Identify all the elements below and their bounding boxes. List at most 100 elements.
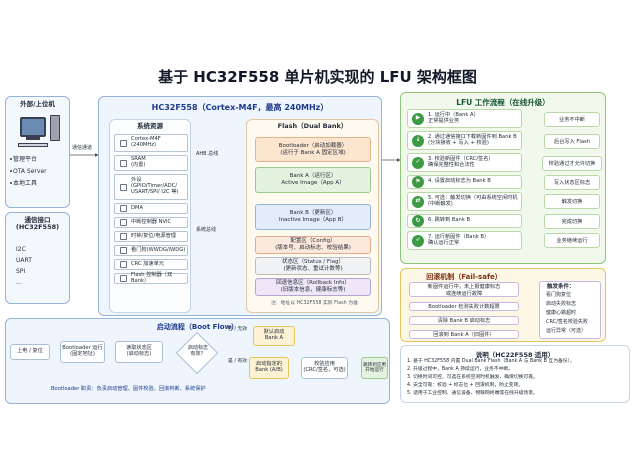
lfu-header: LFU 工作流程（在线升级） bbox=[456, 98, 550, 107]
resources-panel: 系统资源 Cortex-M4F (240MHz) SRAM (内置) 外设 (G… bbox=[109, 119, 191, 313]
host-header: 外部/上位机 bbox=[20, 100, 55, 108]
mcu-panel: HC32F558（Cortex-M4F，最高 240MHz） 系统资源 Cort… bbox=[98, 96, 382, 316]
resource-sram: SRAM (内置) bbox=[114, 155, 188, 171]
trigger-item: 健康心跳超时 bbox=[546, 310, 577, 316]
boot-footer: Bootloader 职责：负责启动管理、固件校验、回滚判断、系统保护 bbox=[51, 386, 206, 392]
resource-cpu: Cortex-M4F (240MHz) bbox=[114, 134, 188, 152]
boot-no-label: 否 / 无效 bbox=[228, 327, 248, 332]
flash-icon bbox=[120, 275, 127, 282]
lfu-step: ▶1. 运行中（Bank A） 正常提供业务 bbox=[407, 109, 522, 128]
host-item: OTA Server bbox=[13, 168, 47, 175]
host-item: 本地工具 bbox=[13, 180, 38, 187]
mcu-header: HC32F558（Cortex-M4F，最高 240MHz） bbox=[151, 103, 329, 112]
failsafe-header: 回滚机制（Fail-safe） bbox=[426, 273, 502, 281]
boot-node-verify: 校验应用 (CRC/签名，可选) bbox=[301, 357, 348, 379]
watchdog-icon bbox=[120, 247, 127, 254]
play-icon: ▶ bbox=[412, 112, 424, 125]
boot-node-jump: 跳转到应用 开始运行 bbox=[361, 357, 388, 379]
dma-icon bbox=[120, 205, 127, 212]
lfu-note: 写入状态区标志 bbox=[544, 175, 600, 190]
lfu-note: 完成切换 bbox=[544, 214, 600, 229]
memory-icon bbox=[120, 159, 127, 167]
lfu-step: ⇄5. 可选：触发切换（可由系统空闲时机 (中断触发) bbox=[407, 192, 522, 211]
note-line: 2. 升级过程中，Bank A 持续运行，业务不中断。 bbox=[407, 367, 514, 372]
flash-bank-a: Bank A（运行区） Active Image（App A） bbox=[255, 167, 371, 193]
port-item: SPI bbox=[16, 268, 26, 275]
trigger-item: 启动失败标志 bbox=[546, 301, 577, 307]
note-line: 3. 切换时间可控，可选在系统空闲时机触发，确保切换可靠。 bbox=[407, 375, 538, 380]
rocket-icon: ➶ bbox=[412, 234, 424, 247]
failsafe-panel: 回滚机制（Fail-safe） 新固件运行中，未上报健康标志 或连续运行故障 B… bbox=[400, 268, 606, 342]
boot-node-default-a: 默认启动 Bank A bbox=[253, 326, 295, 346]
lfu-note: 后台写入 Flash bbox=[544, 134, 600, 149]
cloud-download-icon: ↓ bbox=[412, 134, 424, 147]
flag-icon: ⚑ bbox=[412, 176, 424, 188]
note-line: 5. 适用于工业控制、通信设备、物联网终端等在线升级场景。 bbox=[407, 391, 538, 396]
switch-icon: ⇄ bbox=[412, 195, 424, 208]
lfu-step: ↓2. 通过通信接口下载新固件到 Bank B (分块接收 + 写入 + 校验) bbox=[407, 131, 522, 150]
boot-header: 启动流程（Boot Flow） bbox=[156, 323, 239, 331]
resource-crc: CRC 加速单元 bbox=[114, 259, 188, 270]
boot-node-power: 上电 / 复位 bbox=[10, 344, 50, 360]
trigger-item: CRC/签名校验失败 bbox=[546, 319, 588, 325]
failsafe-step: 新固件运行中，未上报健康标志 或连续运行故障 bbox=[409, 282, 519, 297]
flash-panel: Flash（Dual Bank） Bootloader（启动加载器） (运行于 … bbox=[246, 119, 379, 313]
lfu-step: ↻6. 跳转到 Bank B bbox=[407, 214, 522, 228]
failsafe-step: 回滚到 Bank A（旧固件） bbox=[409, 330, 519, 339]
resource-dma: DMA bbox=[114, 203, 188, 214]
boot-panel: 启动流程（Boot Flow） 上电 / 复位 Bootloader 运行 (固… bbox=[5, 318, 390, 404]
lfu-note: 校验通过才允许切换 bbox=[542, 156, 602, 171]
host-item: 管理平台 bbox=[13, 156, 38, 163]
port-item: UART bbox=[16, 257, 32, 264]
notes-panel: 说明（HC22F558 适用） 1. 基于 HC32F558 内置 Dual B… bbox=[400, 345, 630, 403]
sysbus-label: 系统总线 bbox=[196, 227, 217, 233]
port-item: I2C bbox=[16, 246, 26, 253]
lfu-panel: LFU 工作流程（在线升级） ▶1. 运行中（Bank A） 正常提供业务 ↓2… bbox=[400, 92, 606, 264]
resource-flash-ctrl: Flash 控制器（双Bank） bbox=[114, 272, 188, 284]
jump-icon: ↻ bbox=[412, 215, 424, 227]
lfu-note: 业务继续运行 bbox=[544, 233, 600, 248]
ports-panel: 通信接口 (HC32F558) I2C UART SPI ... bbox=[5, 212, 70, 304]
boot-node-read-status: 读取状态区 (启动标志) bbox=[115, 341, 163, 363]
ports-header: 通信接口 (HC32F558) bbox=[15, 216, 60, 232]
resources-header: 系统资源 bbox=[137, 122, 163, 130]
flash-note: 注：地址以 HC32F558 实际 Flash 为准 bbox=[271, 301, 358, 306]
peripheral-icon bbox=[120, 183, 127, 191]
boot-yes-label: 是 / 有效 bbox=[228, 359, 248, 364]
interrupt-icon bbox=[120, 219, 127, 226]
cpu-icon bbox=[120, 139, 127, 147]
failsafe-step: 清除 Bank B 启动标志 bbox=[409, 316, 519, 325]
lfu-note: 触发切换 bbox=[544, 194, 600, 209]
port-item: ... bbox=[16, 279, 22, 286]
clock-icon bbox=[120, 233, 127, 240]
boot-decision-label: 启动标志 有效？ bbox=[187, 345, 208, 357]
triggers-header: 触发条件： bbox=[547, 284, 575, 290]
flash-status: 状态区（Status / Flag） (更新状态、重试计数等) bbox=[255, 257, 371, 275]
ahb-bus-label: AHB 总线 bbox=[196, 151, 219, 157]
resource-clock: 时钟/复位/电源管理 bbox=[114, 231, 188, 242]
resource-peripherals: 外设 (GPIO/Timer/ADC/ USART/SPI/ I2C 等) bbox=[114, 174, 188, 200]
keyboard-icon bbox=[18, 143, 48, 147]
lfu-step: ➶7. 运行新固件（Bank B） 确认运行正常 bbox=[407, 231, 522, 250]
tower-icon bbox=[50, 115, 60, 141]
trigger-item: 运行异常（可选） bbox=[546, 328, 587, 334]
triggers-box bbox=[539, 281, 601, 339]
diagram-title: 基于 HC32F558 单片机实现的 LFU 架构框图 bbox=[158, 68, 477, 86]
flash-bank-b: Bank B（更新区） Inactive Image（App B） bbox=[255, 204, 371, 230]
flash-rollback: 回退信息区（Rollback Info） (旧版本信息，健康标志等) bbox=[255, 278, 371, 296]
host-arrow-label: 通信通道 bbox=[72, 145, 93, 151]
failsafe-step: Bootloader 检测失败计数超限 bbox=[409, 302, 519, 311]
flash-config: 配置区（Config） (版本号、启动标志、校验结果) bbox=[255, 236, 371, 254]
flash-bootloader: Bootloader（启动加载器） (运行于 Bank A 固定区域) bbox=[255, 137, 371, 162]
trigger-item: 看门狗复位 bbox=[546, 292, 572, 298]
shield-check-icon: ✓ bbox=[412, 156, 424, 169]
flash-header: Flash（Dual Bank） bbox=[277, 122, 348, 130]
lfu-step: ⚑4. 设置启动标志为 Bank B bbox=[407, 175, 522, 189]
note-line: 1. 基于 HC32F558 内置 Dual Bank Flash（Bank A… bbox=[407, 359, 575, 364]
crc-icon bbox=[120, 261, 127, 268]
notes-header: 说明（HC22F558 适用） bbox=[475, 351, 555, 359]
resource-watchdog: 看门狗(WWDG/IWDG) bbox=[114, 245, 188, 256]
note-line: 4. 安全可靠：校验 + 标志位 + 回滚机制，防止变砖。 bbox=[407, 383, 524, 388]
lfu-note: 业务不中断 bbox=[544, 112, 600, 127]
boot-node-bootloader: Bootloader 运行 (固定地址) bbox=[60, 341, 105, 363]
